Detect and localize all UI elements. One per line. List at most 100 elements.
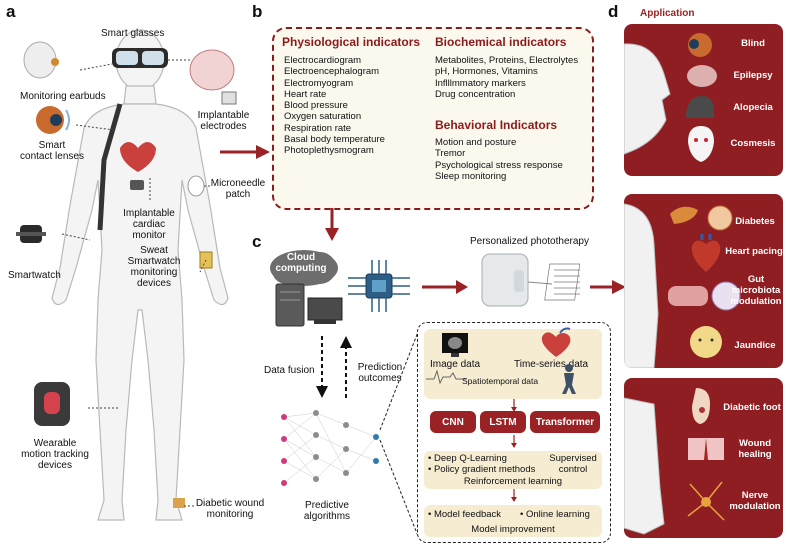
application-panel-leg: Diabetic foot Wound healing Nerve modula…: [624, 378, 783, 538]
rl-item: Deep Q-Learning: [433, 453, 507, 464]
panel-label-c: c: [252, 232, 262, 251]
label-line: electrodes: [200, 121, 247, 132]
list-item: Blood pressure: [284, 100, 348, 112]
label-implantable-electrodes: Implantable electrodes: [196, 110, 251, 132]
app-diabetic-foot: Diabetic foot: [723, 402, 781, 413]
label-line: motion tracking: [21, 449, 89, 460]
list-item: Inflllmmatory markers: [435, 77, 526, 89]
list-item: Sleep monitoring: [435, 170, 507, 182]
physiological-list: Electrocardiogram Electroencephalogram E…: [284, 55, 385, 157]
behavioral-title: Behavioral Indicators: [435, 118, 558, 132]
app-blind: Blind: [741, 38, 765, 49]
skin-wound-icon: [688, 438, 724, 460]
foot-icon: [692, 388, 710, 424]
label-microneedle-patch: Microneedle patch: [208, 178, 268, 200]
label-line: modulation: [729, 501, 781, 512]
app-diabetes: Diabetes: [735, 216, 775, 227]
phototherapy-device-icon: [481, 253, 581, 307]
label-smartwatch: Smartwatch: [8, 270, 61, 281]
indicators-box: Physiological indicators Electrocardiogr…: [272, 27, 594, 210]
biochemical-title: Biochemical indicators: [435, 35, 567, 49]
label-line: Supervised: [549, 453, 597, 464]
label-sweat-monitoring: Sweat Smartwatch monitoring devices: [114, 245, 194, 289]
label-diabetic-wound: Diabetic wound monitoring: [190, 498, 270, 520]
waveform-icon: [426, 369, 466, 385]
label-line: devices: [137, 278, 171, 289]
arrow-down-small: [511, 489, 517, 502]
label-line: control: [558, 464, 588, 475]
chip-icon: [348, 260, 410, 312]
gut-microbiota-icon: [668, 281, 741, 311]
list-item: pH, Hormones, Vitamins: [435, 66, 538, 78]
app-nerve-modulation: Nerve modulation: [728, 490, 782, 512]
list-item: Heart rate: [284, 88, 327, 100]
time-series-label: Time-series data: [514, 359, 589, 370]
prediction-outcomes-label: Prediction outcomes: [350, 362, 410, 384]
list-item: • Deep Q-Learning: [428, 453, 507, 464]
spatiotemporal-label: Spatiotemporal data: [462, 376, 539, 386]
model-feedback-label: • Model feedback: [428, 509, 502, 520]
app-wound-healing: Wound healing: [728, 438, 782, 460]
application-panel-head: Blind Epilepsy Alopecia Cosmesis: [624, 24, 783, 176]
online-learning-label: • Online learning: [520, 509, 590, 520]
app-jaundice: Jaundice: [734, 340, 776, 351]
label-line: Cloud: [286, 252, 316, 263]
model-improvement-pill: [424, 505, 602, 537]
label-line: Prediction: [357, 362, 403, 373]
list-item: Electroencephalogram: [284, 66, 380, 78]
label-wearable-motion: Wearable motion tracking devices: [10, 438, 100, 471]
label-implantable-cardiac-monitor: Implantable cardiac monitor: [118, 208, 180, 241]
list-item: Photoplethysmogram: [284, 145, 374, 157]
data-fusion-label: Data fusion: [264, 365, 315, 376]
cloud-computing-label: Cloud computing: [266, 252, 336, 274]
label-line: Gut: [747, 274, 765, 285]
rl-item: Policy gradient methods: [433, 464, 536, 475]
list-item: Respiration rate: [284, 122, 352, 134]
list-item: Drug concentration: [435, 88, 516, 100]
model-improvement-label: Model improvement: [471, 524, 555, 535]
app-cosmesis: Cosmesis: [730, 138, 776, 149]
label-line: Smart: [38, 140, 66, 151]
label-line: Diabetic wound: [195, 498, 265, 509]
label-line: devices: [38, 460, 72, 471]
label-smart-contact-lenses: Smart contact lenses: [12, 140, 92, 162]
label-line: Smartwatch: [127, 256, 181, 267]
label-monitoring-earbuds: Monitoring earbuds: [20, 91, 106, 102]
supervised-control-label: Supervised control: [542, 453, 604, 475]
biochemical-list: Metabolites, Proteins, Electrolytes pH, …: [435, 55, 578, 100]
label-line: Microneedle: [210, 178, 266, 189]
app-epilepsy: Epilepsy: [733, 70, 773, 81]
arrow-c-to-d: [590, 280, 626, 294]
label-line: algorithms: [303, 511, 351, 522]
behavioral-list: Motion and posture Tremor Psychological …: [435, 137, 563, 182]
list-item: Tremor: [435, 148, 466, 160]
reinforcement-pill: [424, 451, 602, 489]
cnn-block: CNN: [430, 411, 476, 433]
app-gut-modulation: Gut microbiota modulation: [730, 274, 782, 307]
arrow-a-to-b: [220, 145, 270, 159]
physiological-title: Physiological indicators: [282, 35, 421, 49]
application-panel-torso: Diabetes Heart pacing Gut microbiota mod…: [624, 194, 783, 368]
arrow-chip-to-phototherapy: [422, 280, 468, 294]
arrow-b-to-c: [325, 208, 339, 241]
list-item: Electrocardiogram: [284, 55, 362, 66]
head-silhouette: [624, 43, 671, 155]
cloud-server-icon: [270, 250, 343, 327]
online-learning-text: Online learning: [525, 509, 590, 520]
label-line: Wound: [738, 438, 771, 449]
list-item: Metabolites, Proteins, Electrolytes: [435, 55, 579, 66]
list-item: • Policy gradient methods: [428, 464, 536, 475]
list-item: Electromyogram: [284, 77, 354, 89]
label-line: computing: [275, 263, 327, 274]
label-line: healing: [738, 449, 772, 460]
mask-icon: [688, 126, 714, 162]
helmet-icon: [686, 96, 714, 118]
label-line: patch: [225, 189, 251, 200]
label-smart-glasses: Smart glasses: [101, 28, 165, 39]
reinforcement-learning-label: Reinforcement learning: [463, 476, 563, 487]
leg-silhouette: [624, 397, 665, 535]
neural-network-icon: [281, 410, 379, 486]
label-line: outcomes: [358, 373, 402, 384]
list-item: Motion and posture: [435, 137, 517, 148]
label-line: modulation: [730, 296, 782, 307]
